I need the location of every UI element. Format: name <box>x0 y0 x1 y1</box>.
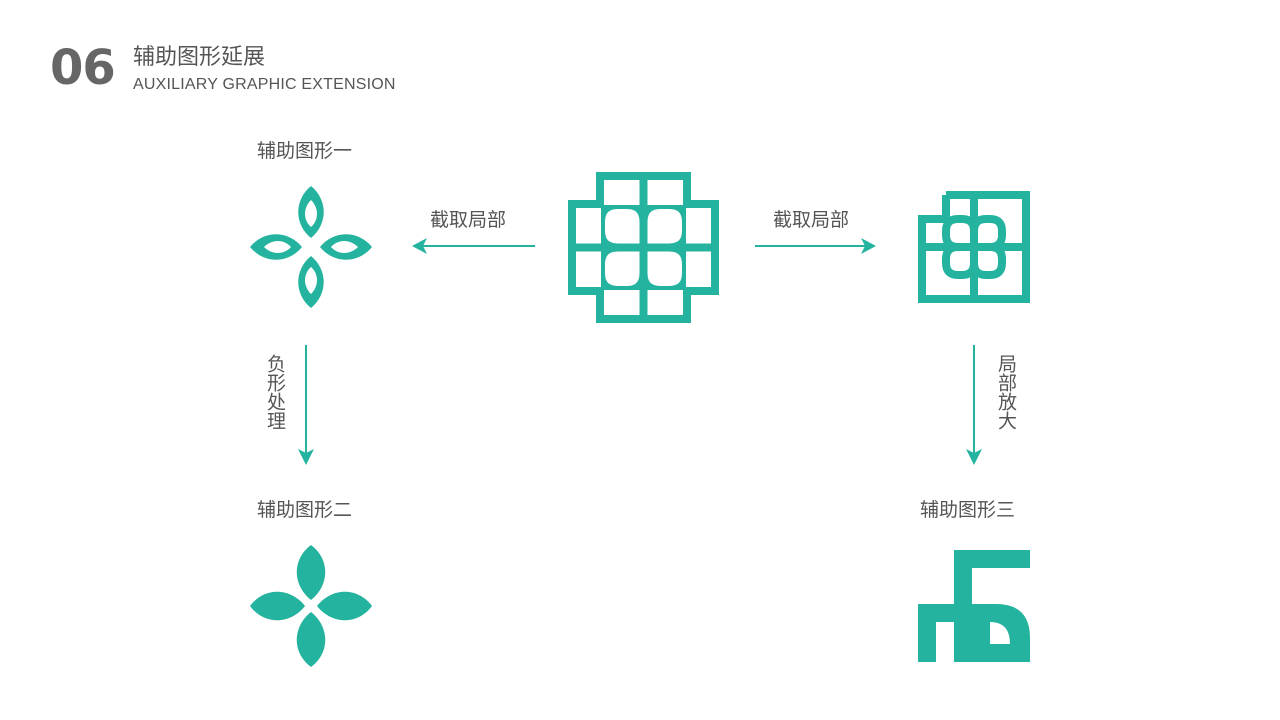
corner-petal-detail-icon <box>918 191 1030 303</box>
figure-three-label: 辅助图形三 <box>920 499 1016 521</box>
arrow-right-icon <box>755 238 876 254</box>
figure-one-label: 辅助图形一 <box>257 140 353 162</box>
petal-outline-cross-icon <box>250 186 372 308</box>
local-enlarge-label: 局部放大 <box>995 354 1017 430</box>
negative-process-label: 负形处理 <box>264 354 286 430</box>
figure-two-label: 辅助图形二 <box>257 499 353 521</box>
section-subtitle: AUXILIARY GRAPHIC EXTENSION <box>133 76 396 93</box>
crop-right-label: 截取局部 <box>773 209 850 231</box>
main-cross-pattern-icon <box>568 172 719 323</box>
solid-petal-cross-icon <box>250 545 372 667</box>
section-title: 辅助图形延展 <box>133 45 266 70</box>
arrow-down-right-icon <box>966 345 982 465</box>
crop-left-label: 截取局部 <box>430 209 507 231</box>
enlarged-corner-icon <box>918 550 1030 662</box>
arrow-down-left-icon <box>298 345 314 465</box>
arrow-left-icon <box>412 238 535 254</box>
section-number: 06 <box>50 40 116 96</box>
